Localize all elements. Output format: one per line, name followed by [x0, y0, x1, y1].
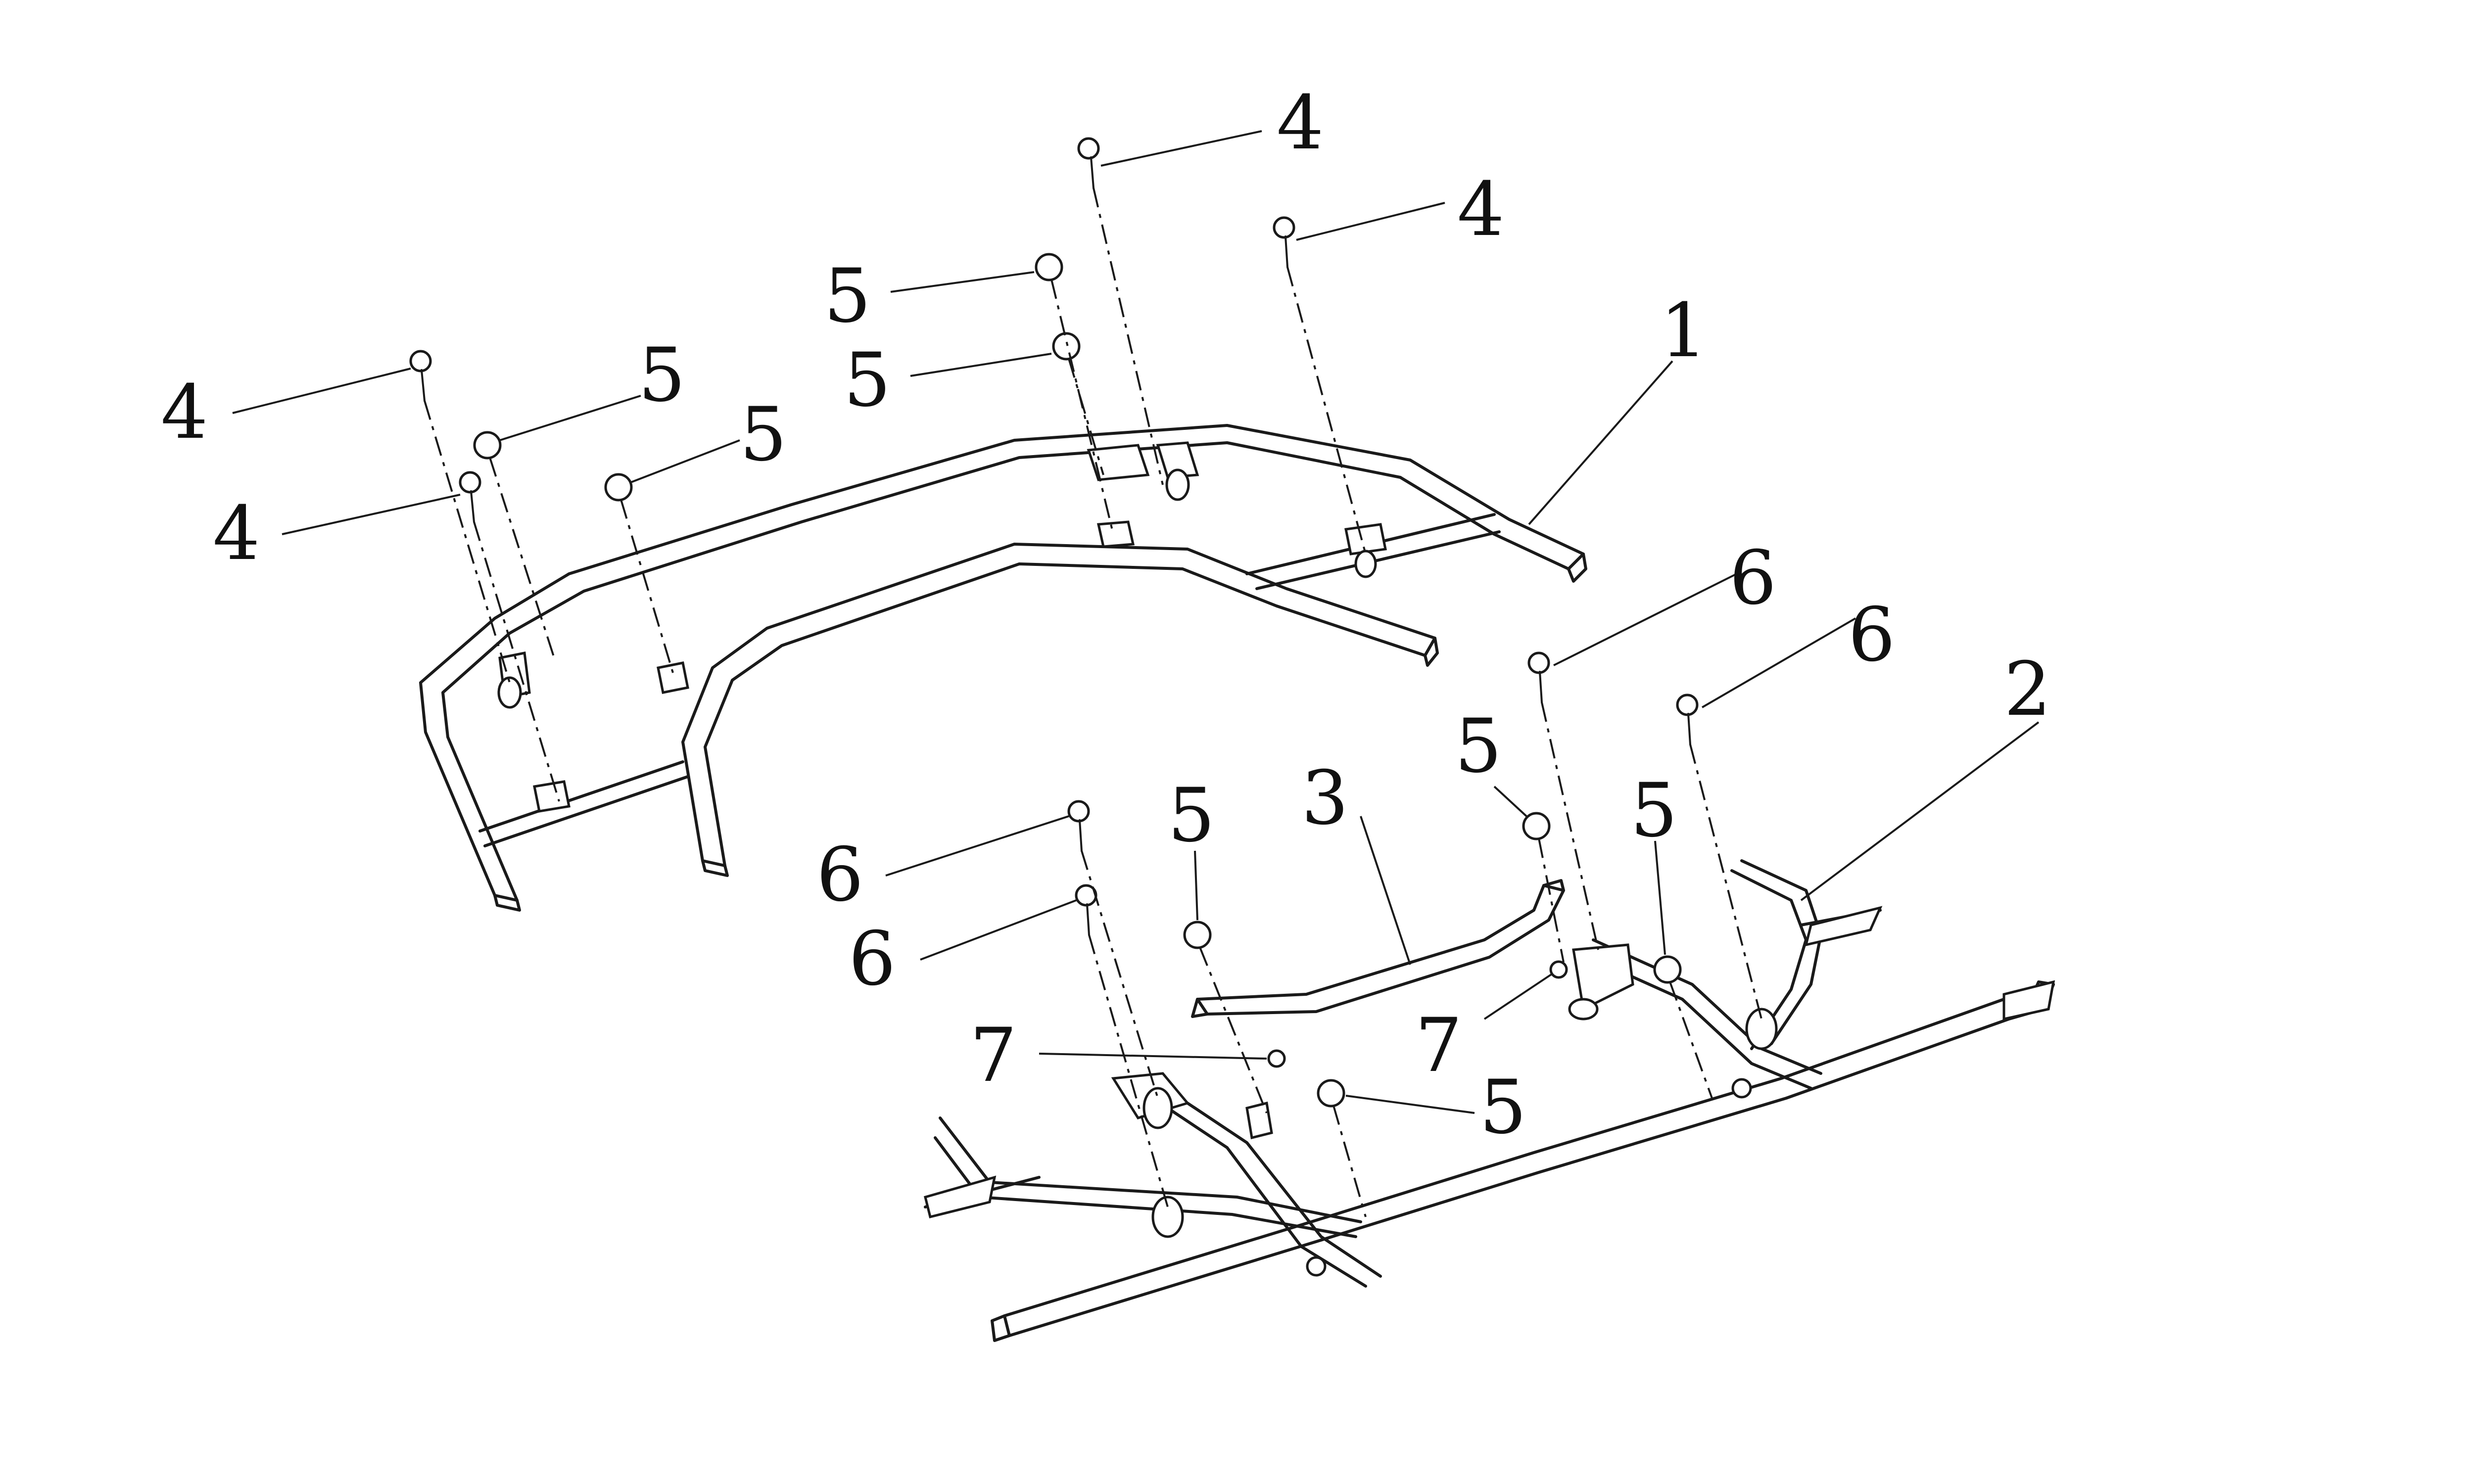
bolt-icon	[1527, 651, 1550, 703]
callout-part-6: 6	[1848, 592, 1895, 678]
bolt-icon	[1676, 694, 1699, 745]
nut-icon	[1035, 253, 1063, 281]
fasteners	[409, 137, 1699, 1108]
nut-icon	[1317, 1079, 1345, 1108]
callout-part-2: 2	[2004, 647, 2051, 733]
callout-part-4: 4	[1457, 167, 1504, 253]
callout-part-5: 5	[740, 392, 787, 478]
nut-icon	[1653, 955, 1682, 984]
nut-icon	[1522, 812, 1551, 840]
bolt-icon	[1077, 137, 1100, 189]
callout-part-7: 7	[970, 1013, 1017, 1099]
bolt-icon	[1273, 216, 1295, 268]
small-nut-icon	[1549, 960, 1568, 979]
callout-part-4: 4	[1277, 80, 1324, 166]
small-nut-icon	[1267, 1049, 1286, 1068]
callout-part-4: 4	[213, 491, 260, 577]
bolt-icon	[1067, 800, 1090, 852]
callout-part-5: 5	[844, 337, 891, 423]
callout-part-5: 5	[638, 332, 685, 418]
callout-part-5: 5	[1168, 773, 1215, 859]
callout-labels: 1 2 3 4 4 4 4 5 5 5 5 5 5 5 5 6 6 6 6 7 …	[161, 80, 2051, 1151]
callout-part-1: 1	[1660, 288, 1707, 374]
callout-part-6: 6	[816, 832, 863, 918]
bolt-icon	[1075, 884, 1097, 936]
assembly-axes	[424, 187, 1762, 1217]
leader-lines	[232, 130, 2040, 1114]
callout-part-6: 6	[849, 916, 896, 1002]
callout-part-5: 5	[1479, 1065, 1526, 1151]
lower-chassis-frame	[923, 859, 2055, 1342]
callout-part-6: 6	[1729, 535, 1776, 621]
nut-icon	[604, 473, 633, 502]
callout-part-3: 3	[1301, 755, 1348, 841]
callout-part-4: 4	[161, 370, 208, 456]
nut-icon	[1183, 921, 1212, 949]
bolt-icon	[409, 350, 432, 402]
nut-icon	[1052, 332, 1081, 361]
upper-guard-frame	[419, 424, 1587, 912]
callout-part-7: 7	[1415, 1003, 1462, 1089]
callout-part-5: 5	[1455, 703, 1502, 789]
bolt-icon	[459, 471, 481, 523]
callout-part-5: 5	[824, 253, 871, 339]
curved-brace	[1191, 879, 1565, 1018]
callout-part-5: 5	[1630, 768, 1677, 854]
nut-icon	[473, 431, 502, 460]
